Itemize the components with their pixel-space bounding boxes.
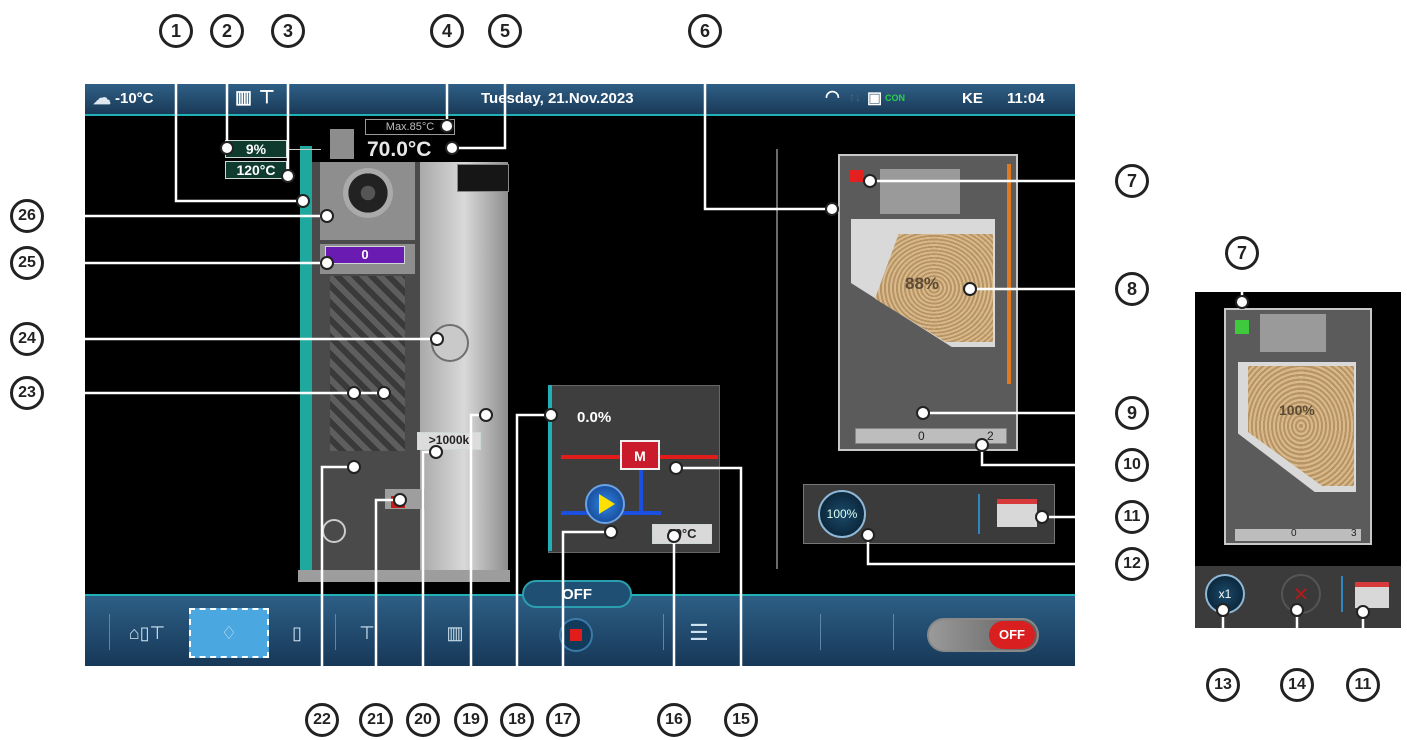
boiler-front-cover bbox=[420, 162, 508, 582]
sensor-value: >1000k bbox=[417, 432, 481, 450]
burner-flame-icon[interactable]: ♢ bbox=[189, 608, 269, 658]
callout-24: 24 bbox=[10, 322, 44, 356]
callout-15: 15 bbox=[724, 703, 758, 737]
callout-4: 4 bbox=[430, 14, 464, 48]
valve-motor: M bbox=[620, 440, 660, 470]
hopper-counter-bar bbox=[855, 428, 1007, 444]
transfer-icon: ↑↓ bbox=[849, 90, 861, 104]
stop-button[interactable] bbox=[559, 618, 593, 652]
fan-icon bbox=[343, 168, 393, 218]
callout-2: 2 bbox=[210, 14, 244, 48]
callout-11-side: 11 bbox=[1346, 668, 1380, 702]
heat-exchanger-tubes bbox=[330, 276, 405, 451]
callout-21: 21 bbox=[359, 703, 393, 737]
callout-9: 9 bbox=[1115, 396, 1149, 430]
status-bar: ☁ -10°C ▥ ⊤ Tuesday, 21.Nov.2023 ◠ ↑↓ ▣ … bbox=[85, 84, 1075, 116]
pump-play-icon bbox=[599, 494, 615, 514]
weather-cloud-icon: ☁ bbox=[93, 88, 111, 108]
callout-16: 16 bbox=[657, 703, 691, 737]
control-panel-display bbox=[457, 164, 509, 192]
radiator-icon[interactable]: ▥ bbox=[235, 87, 253, 107]
callout-1: 1 bbox=[159, 14, 193, 48]
callout-11: 11 bbox=[1115, 500, 1149, 534]
hopper-counter-right: 2 bbox=[987, 429, 994, 443]
boiler-base bbox=[298, 570, 510, 582]
wifi-icon[interactable]: ◠ bbox=[825, 87, 840, 106]
callout-12: 12 bbox=[1115, 547, 1149, 581]
mode-label: KE bbox=[962, 90, 983, 107]
date-label: Tuesday, 21.Nov.2023 bbox=[481, 90, 634, 107]
callout-18: 18 bbox=[500, 703, 534, 737]
callout-7-side: 7 bbox=[1225, 236, 1259, 270]
side-hopper-panel: 100% 0 3 x1 ✕ bbox=[1195, 292, 1401, 628]
flue-gas-temp-value: 120°C bbox=[225, 161, 287, 179]
system-overview-icon[interactable]: ⌂▯⊤ bbox=[128, 622, 166, 643]
device-icon[interactable]: ▣ bbox=[867, 90, 883, 107]
nav-separator bbox=[820, 614, 821, 650]
callout-25: 25 bbox=[10, 246, 44, 280]
mixing-panel-accent bbox=[548, 385, 552, 551]
tap-water-icon[interactable]: ⊤ bbox=[359, 622, 375, 643]
side-hopper-lid bbox=[1260, 314, 1326, 352]
side-hopper-status-indicator bbox=[1235, 320, 1249, 334]
chimney bbox=[330, 129, 354, 159]
value-connector bbox=[287, 149, 321, 150]
panel-divider bbox=[776, 149, 778, 569]
callout-13: 13 bbox=[1206, 668, 1240, 702]
hopper-lid bbox=[880, 169, 960, 214]
flame-counter: 0 bbox=[325, 246, 405, 264]
boiler-mini-icon[interactable] bbox=[997, 499, 1037, 527]
fan-power-value: 9% bbox=[225, 140, 287, 158]
nav-separator bbox=[109, 614, 110, 650]
boiler-side-panel bbox=[300, 146, 312, 576]
nav-separator bbox=[893, 614, 894, 650]
menu-icon[interactable]: ☰ bbox=[689, 620, 709, 645]
callout-19: 19 bbox=[454, 703, 488, 737]
boiler-temp-value[interactable]: 70.0°C bbox=[367, 138, 432, 161]
hopper-level-strip bbox=[1007, 164, 1011, 384]
side-counter-right: 3 bbox=[1351, 528, 1357, 539]
callout-20: 20 bbox=[406, 703, 440, 737]
callout-26: 26 bbox=[10, 199, 44, 233]
valve-position-value: 0.0% bbox=[577, 409, 612, 426]
callout-22: 22 bbox=[305, 703, 339, 737]
callout-23: 23 bbox=[10, 376, 44, 410]
bypass-pipe bbox=[639, 459, 643, 513]
clock-label: 11:04 bbox=[1007, 90, 1045, 107]
max-temp-label: Max.85°C bbox=[365, 119, 455, 135]
hopper-level-value: 88% bbox=[905, 274, 940, 293]
hopper-status-indicator bbox=[849, 170, 863, 182]
side-hopper-level-value: 100% bbox=[1279, 402, 1315, 418]
nav-separator bbox=[663, 614, 664, 650]
stop-icon bbox=[570, 629, 582, 641]
callout-7: 7 bbox=[1115, 164, 1149, 198]
callout-3: 3 bbox=[271, 14, 305, 48]
side-counter-left: 0 bbox=[1291, 528, 1297, 539]
tap-icon[interactable]: ⊤ bbox=[259, 87, 275, 107]
side-separator bbox=[1341, 576, 1343, 612]
callout-5: 5 bbox=[488, 14, 522, 48]
connection-label: CON bbox=[885, 93, 905, 103]
callout-8: 8 bbox=[1115, 272, 1149, 306]
radiator-nav-icon[interactable]: ▥ bbox=[446, 622, 464, 643]
nav-separator bbox=[335, 614, 336, 650]
callout-14: 14 bbox=[1280, 668, 1314, 702]
callout-10: 10 bbox=[1115, 448, 1149, 482]
callout-17: 17 bbox=[546, 703, 580, 737]
outdoor-temp: -10°C bbox=[115, 90, 154, 107]
boiler-nav-icon[interactable]: ▯ bbox=[292, 622, 302, 643]
power-level-button[interactable]: 100% bbox=[818, 490, 866, 538]
callout-6: 6 bbox=[688, 14, 722, 48]
side-boiler-mini-icon[interactable] bbox=[1355, 582, 1389, 608]
burner-status-label: OFF bbox=[522, 580, 632, 608]
power-switch-label: OFF bbox=[989, 621, 1035, 649]
side-hopper-counter-bar bbox=[1235, 529, 1361, 541]
hopper-counter-left: 0 bbox=[918, 429, 925, 443]
bottom-navigation: ⌂▯⊤ ♢ ▯ ⊤ ▥ OFF ☰ OFF bbox=[85, 580, 1075, 666]
power-panel-separator bbox=[978, 494, 980, 534]
